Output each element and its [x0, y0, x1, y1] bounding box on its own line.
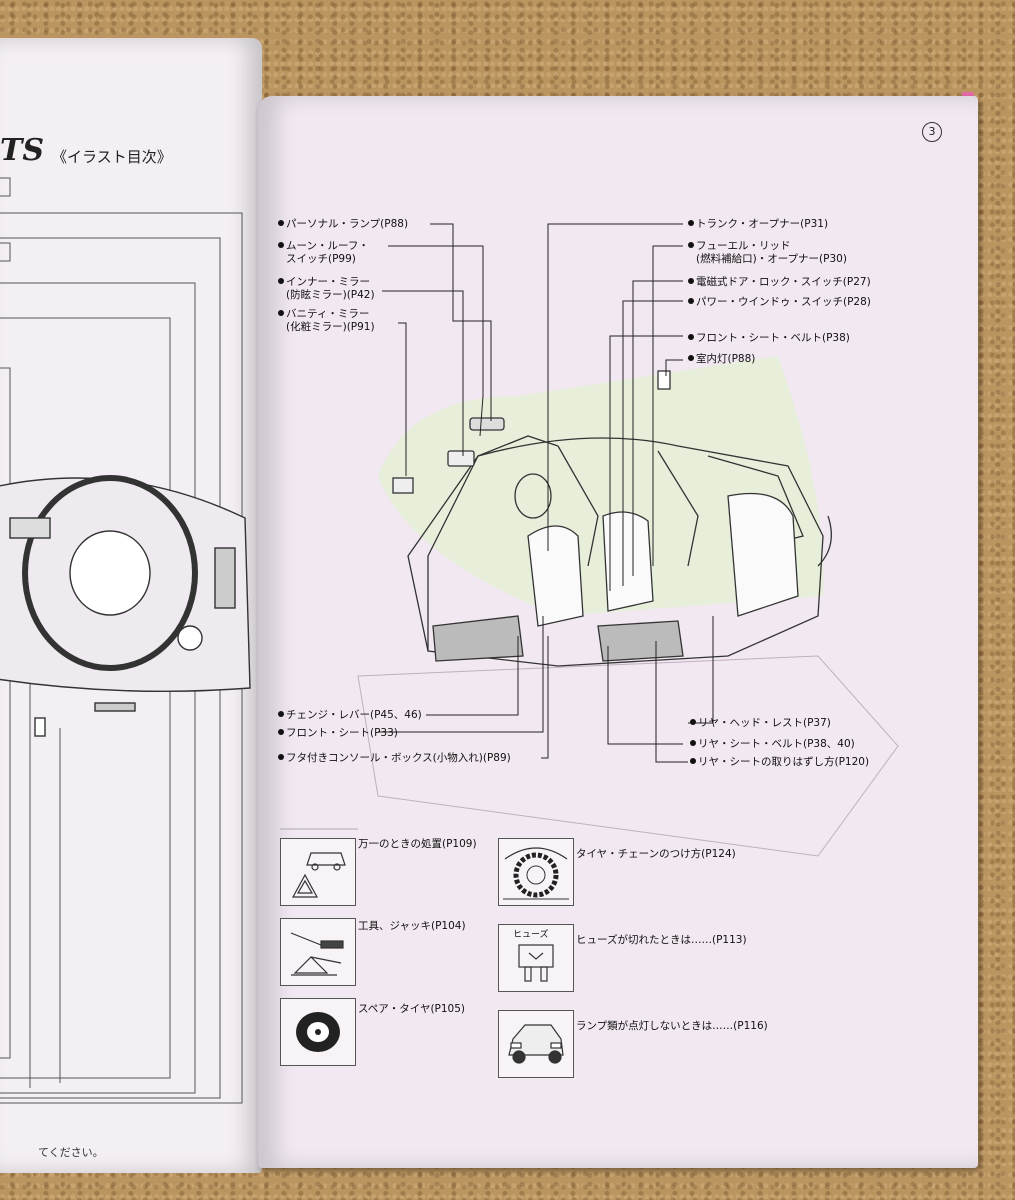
card-lamp [498, 1010, 574, 1078]
jack-tools-icon [290, 932, 344, 976]
left-page: TS 《イラスト目次》 てください。 [0, 38, 262, 1173]
interior-illustration [280, 223, 899, 857]
label-inner-mirror: インナー・ミラー(防眩ミラー)(P42) [278, 276, 375, 302]
warning-triangle-icon [291, 852, 346, 898]
card-emergency-caption: 万一のときの処置(P109) [358, 838, 477, 850]
right-page: 3 [258, 96, 978, 1168]
fuse-icon [518, 944, 554, 982]
card-fuse-caption: ヒューズが切れたときは……(P113) [576, 934, 747, 946]
label-fuel-lid: フューエル・リッド(燃料補給口)・オープナー(P30) [688, 240, 847, 266]
page-number: 3 [922, 122, 942, 142]
dashboard-illustration [0, 177, 251, 1104]
label-rear-seat-removal: リヤ・シートの取りはずし方(P120) [690, 756, 869, 769]
card-spare-tire [280, 998, 356, 1066]
label-room-lamp: 室内灯(P88) [688, 353, 755, 366]
label-personal-lamp: パーソナル・ランプ(P88) [278, 218, 408, 231]
card-tools-caption: 工具、ジャッキ(P104) [358, 920, 466, 932]
card-spare-tire-caption: スペア・タイヤ(P105) [358, 1003, 466, 1015]
card-lamp-caption: ランプ類が点灯しないときは……(P116) [576, 1020, 768, 1032]
left-page-footer: てください。 [38, 1146, 104, 1159]
label-front-seat: フロント・シート(P33) [278, 727, 398, 740]
card-fuse: ヒューズ [498, 924, 574, 992]
label-change-lever: チェンジ・レバー(P45、46) [278, 709, 422, 722]
label-power-window-switch: パワー・ウインドゥ・スイッチ(P28) [688, 296, 871, 309]
label-rear-seat-belt: リヤ・シート・ベルト(P38、40) [690, 738, 855, 751]
card-tools-jack [280, 918, 356, 986]
label-door-lock-switch: 電磁式ドア・ロック・スイッチ(P27) [688, 276, 871, 289]
label-trunk-opener: トランク・オープナー(P31) [688, 218, 828, 231]
left-page-title: TS [0, 133, 44, 168]
tire-chain-icon [503, 847, 569, 900]
card-tire-chain-caption: タイヤ・チェーンのつけ方(P124) [576, 848, 736, 860]
card-emergency [280, 838, 356, 906]
label-moon-roof-switch: ムーン・ルーフ・スイッチ(P99) [278, 240, 369, 266]
label-rear-head-rest: リヤ・ヘッド・レスト(P37) [690, 717, 831, 730]
fuse-inner-label: ヒューズ [513, 930, 549, 940]
spare-tire-icon [296, 1012, 340, 1052]
label-console-box: フタ付きコンソール・ボックス(小物入れ)(P89) [278, 752, 511, 765]
label-front-seat-belt: フロント・シート・ベルト(P38) [688, 332, 850, 345]
car-lamp-icon [508, 1024, 564, 1064]
label-vanity-mirror: バニティ・ミラー(化粧ミラー)(P91) [278, 308, 375, 334]
card-tire-chain [498, 838, 574, 906]
left-page-subtitle: 《イラスト目次》 [52, 148, 172, 166]
